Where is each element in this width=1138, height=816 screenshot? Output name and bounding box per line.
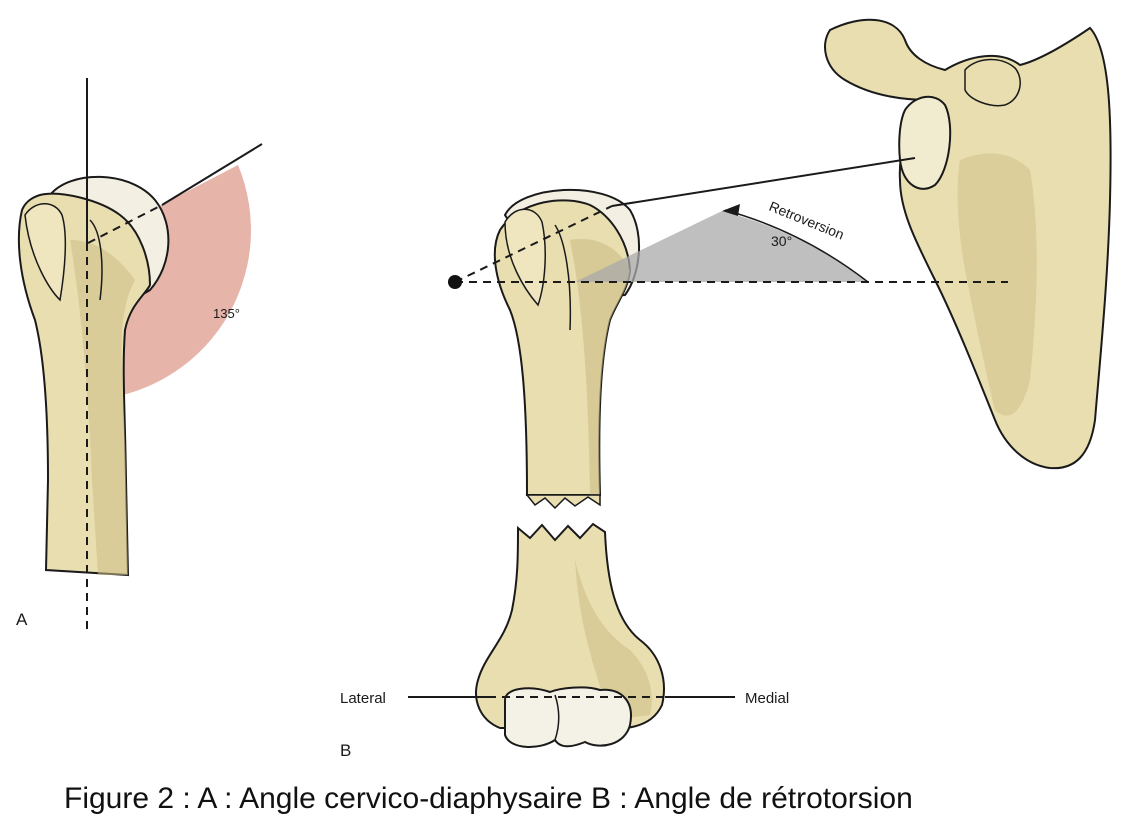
distal-shading	[575, 560, 652, 720]
panel-b-humerus-distal	[408, 522, 735, 748]
groove-b	[554, 224, 572, 331]
head-axis-dashed	[454, 205, 613, 283]
glenoid	[898, 95, 952, 190]
neck-axis-solid-a	[161, 143, 263, 206]
panel-b-humerus-proximal	[493, 188, 641, 510]
tuberosity-a	[24, 203, 67, 302]
scapula	[824, 18, 1112, 470]
shaft-shading-b	[570, 239, 630, 495]
shaft-shading-a	[70, 240, 135, 575]
trochlea-groove	[554, 694, 560, 741]
trochlea	[504, 686, 632, 748]
panel-a-humerus	[17, 78, 263, 630]
head-axis-solid	[611, 157, 916, 207]
coracoid	[964, 58, 1021, 107]
groove-a	[89, 219, 103, 301]
arc-arrowhead	[722, 204, 740, 216]
retroversion-arc	[724, 209, 869, 283]
angle-135-label: 135°	[213, 306, 240, 321]
panel-a-label: A	[16, 610, 28, 629]
fracture-edge-upper	[525, 494, 601, 510]
scapula-shading	[957, 153, 1037, 416]
lateral-label: Lateral	[340, 690, 386, 707]
pivot-point	[448, 275, 462, 289]
figure-caption: Figure 2 : A : Angle cervico-diaphysaire…	[64, 782, 913, 815]
tuberosity-b	[504, 208, 546, 307]
humerus-angle-figure: Retroversion	[17, 18, 1112, 748]
panel-b-label: B	[340, 741, 352, 760]
angle-30-label: 30°	[771, 233, 793, 249]
angle-30-sector	[575, 211, 868, 282]
medial-label: Medial	[745, 690, 790, 707]
